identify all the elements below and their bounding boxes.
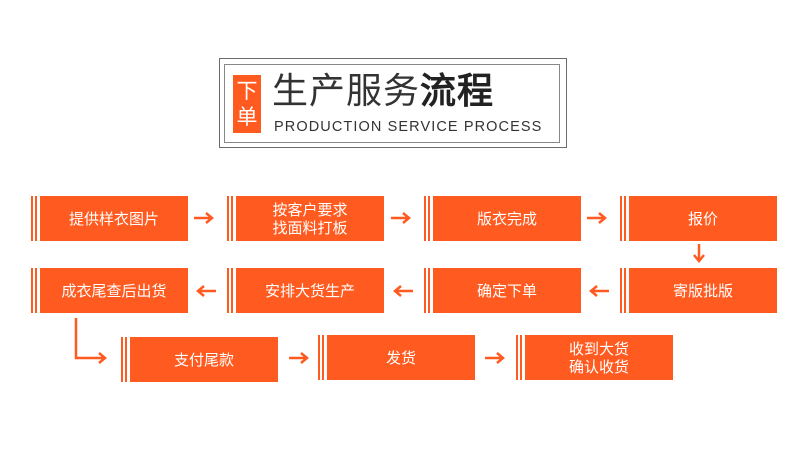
title-badge: 下 单 <box>233 75 261 133</box>
step-11-label-line-1: 收到大货 <box>568 339 629 358</box>
step-2: 按客户要求 找面料打板 <box>227 196 384 241</box>
step-1-label: 提供样衣图片 <box>68 209 159 228</box>
step-6-label: 确定下单 <box>476 281 537 300</box>
arrow-right-icon <box>391 211 413 225</box>
arrow-left-icon <box>587 284 609 298</box>
step-2-label-line-2: 找面料打板 <box>272 218 348 237</box>
step-10-label: 发货 <box>385 348 416 367</box>
step-4-label: 报价 <box>687 209 718 228</box>
title-frame-inner <box>224 64 560 143</box>
step-1: 提供样衣图片 <box>31 196 188 241</box>
title-badge-char-1: 下 <box>236 79 258 103</box>
step-4: 报价 <box>620 196 777 241</box>
arrow-right-icon <box>289 351 311 365</box>
page-subtitle: PRODUCTION SERVICE PROCESS <box>274 119 543 135</box>
step-5-label: 寄版批版 <box>672 281 733 300</box>
step-9-label: 支付尾款 <box>173 350 234 369</box>
arrow-down-icon <box>692 244 706 264</box>
step-11: 收到大货 确认收货 <box>516 335 673 380</box>
arrow-left-icon <box>194 284 216 298</box>
step-10: 发货 <box>318 335 475 380</box>
arrow-left-icon <box>391 284 413 298</box>
step-5: 寄版批版 <box>620 268 777 313</box>
step-8-label: 成衣尾查后出货 <box>61 281 167 300</box>
arrow-right-icon <box>587 211 609 225</box>
step-3: 版衣完成 <box>424 196 581 241</box>
page-title: 生产服务流程 <box>272 69 494 115</box>
step-11-label-line-2: 确认收货 <box>568 357 629 376</box>
title-badge-char-2: 单 <box>236 105 258 129</box>
step-3-label: 版衣完成 <box>476 209 537 228</box>
arrow-right-icon <box>485 351 507 365</box>
title-frame-outer <box>219 58 567 148</box>
step-7-label: 安排大货生产 <box>264 281 355 300</box>
title-main-bold: 流程 <box>420 71 495 112</box>
step-8: 成衣尾查后出货 <box>31 268 188 313</box>
title-main-light: 生产服务 <box>272 71 421 112</box>
step-2-label-line-1: 按客户要求 <box>272 200 348 219</box>
step-9: 支付尾款 <box>121 337 278 382</box>
arrow-elbow-icon <box>70 318 110 366</box>
step-6: 确定下单 <box>424 268 581 313</box>
arrow-right-icon <box>194 211 216 225</box>
step-7: 安排大货生产 <box>227 268 384 313</box>
